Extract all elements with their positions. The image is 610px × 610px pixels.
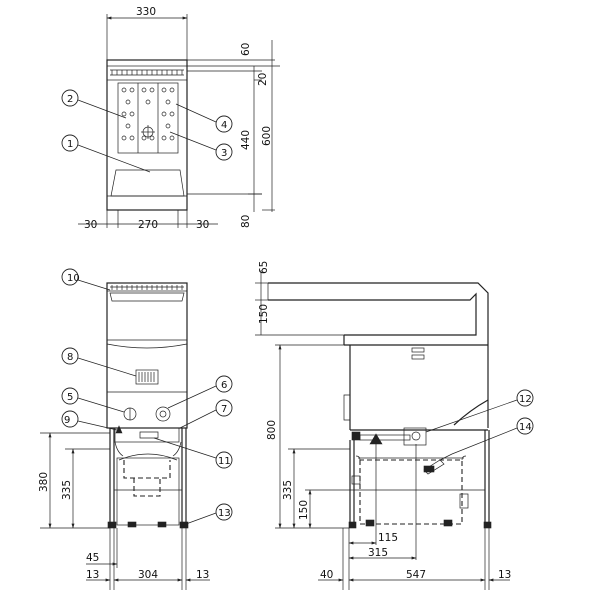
callout-13	[215, 503, 233, 521]
svg-text:12: 12	[519, 394, 532, 405]
callout-14	[516, 417, 534, 435]
dim-top-depth: 600	[261, 126, 273, 146]
side-view-oil-tank	[359, 459, 463, 525]
svg-text:14: 14	[519, 422, 532, 433]
top-view-basket	[117, 82, 179, 154]
dim-top-right-margin: 30	[196, 219, 209, 231]
callout-4	[215, 115, 233, 133]
dim-side-foot: 13	[498, 569, 511, 581]
callout-12	[516, 389, 534, 407]
callout-9	[61, 268, 79, 286]
front-view-drain-box	[114, 427, 180, 443]
svg-text:11: 11	[218, 456, 231, 467]
svg-text:5: 5	[67, 392, 73, 403]
dim-side-counter: 335	[282, 480, 294, 500]
callout-1	[61, 134, 79, 152]
svg-text:9: 9	[64, 415, 70, 426]
front-view: 380 335 45 13 304 13 10 8 5 9 6 7 11 13	[38, 268, 233, 590]
svg-text:13: 13	[218, 508, 231, 519]
svg-text:2: 2	[67, 94, 73, 105]
front-view-label-plate	[135, 369, 159, 385]
dim-front-counter: 335	[61, 480, 73, 500]
front-view-vent-strip	[106, 282, 188, 292]
svg-text:3: 3	[221, 148, 227, 159]
dim-front-height: 380	[38, 472, 50, 492]
front-view-body	[106, 282, 188, 429]
svg-text:7: 7	[221, 404, 227, 415]
top-view-vent-pattern	[110, 69, 184, 76]
side-view-backsplash	[268, 282, 489, 336]
dim-top-left-margin: 30	[84, 219, 97, 231]
dim-top-front: 80	[240, 215, 252, 228]
dim-side-drain-offset: 115	[378, 532, 398, 544]
front-view-oil-pan	[116, 457, 180, 526]
callout-11	[215, 451, 233, 469]
callout-8	[61, 347, 79, 365]
callout-10	[61, 410, 79, 428]
callout-5	[61, 387, 79, 405]
dim-front-right-foot: 13	[196, 569, 209, 581]
dim-side-depth: 547	[406, 569, 426, 581]
svg-text:6: 6	[221, 380, 227, 391]
svg-text:8: 8	[67, 352, 73, 363]
top-view-basket-holes	[121, 87, 175, 141]
top-view-front-cavity	[110, 169, 185, 197]
top-view: 330 30 270 30 60 20 600 440 80 1 2 3 4	[61, 6, 280, 231]
dim-top-width: 330	[136, 6, 156, 18]
dim-side-top: 65	[258, 261, 270, 274]
top-view-rear-strip	[106, 65, 188, 81]
dim-front-foot-offset: 45	[86, 552, 99, 564]
callout-3	[215, 143, 233, 161]
callout-7	[215, 399, 233, 417]
svg-text:10: 10	[67, 273, 80, 284]
dim-top-basket-depth: 440	[240, 130, 252, 150]
svg-text:4: 4	[221, 120, 227, 131]
dim-front-inner-width: 304	[138, 569, 158, 581]
svg-text:1: 1	[67, 139, 73, 150]
dim-side-rail: 150	[258, 304, 270, 324]
side-view: 65 150 800 335 150 115 315 40 547 13 12 …	[255, 261, 534, 590]
dim-top-rear: 60	[240, 43, 252, 56]
top-view-body-outline	[106, 59, 188, 211]
dim-side-body-height: 800	[266, 420, 278, 440]
dim-side-back-offset: 40	[320, 569, 333, 581]
dim-side-drain-height: 150	[298, 500, 310, 520]
callout-6	[215, 375, 233, 393]
dim-front-left-foot: 13	[86, 569, 99, 581]
front-view-main-knob	[155, 406, 171, 422]
dim-top-center: 270	[138, 219, 158, 231]
dim-side-pipe-offset: 315	[368, 547, 388, 559]
dim-top-rear-strip: 20	[257, 73, 269, 86]
callout-2	[61, 89, 79, 107]
